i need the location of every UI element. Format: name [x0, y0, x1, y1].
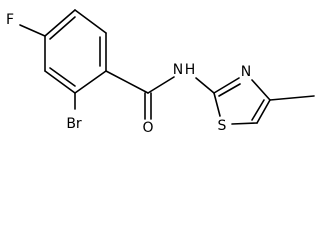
- amide-nitrogen-label: N: [173, 62, 183, 78]
- bond-c4-c5: [256, 99, 271, 124]
- bond-c4-methyl: [269, 95, 315, 101]
- bond-n3-c4: [251, 79, 271, 101]
- thiazole-nitrogen-label: N: [241, 64, 251, 80]
- bond-n-thiazole-c2: [195, 77, 215, 94]
- chemical-structure-diagram: F Br O N H N S: [6, 9, 315, 136]
- thiazole-ring: [213, 77, 271, 125]
- bond-c1-f: [19, 24, 46, 37]
- bond-c2-n3-double: [218, 83, 241, 97]
- bond-c5-c6: [44, 70, 76, 94]
- bond-c4-c5-double: [251, 99, 265, 121]
- bond-c5-c6-double-inner: [49, 67, 76, 87]
- amide-hydrogen-label: H: [185, 62, 196, 78]
- bond-c4-carbonyl: [105, 70, 149, 94]
- bond-s-c2: [213, 92, 221, 117]
- bond-c5-s: [231, 122, 258, 125]
- bond-c1-c2: [44, 9, 76, 37]
- fluorine-atom-label: F: [6, 12, 14, 28]
- bond-c1-c2-double-inner: [49, 16, 76, 40]
- bond-c2-c3: [74, 9, 107, 34]
- bond-c4-c5: [74, 70, 107, 94]
- bromine-atom-label: Br: [66, 116, 82, 132]
- thiazole-sulfur-label: S: [218, 118, 227, 134]
- bond-c2-n3: [213, 77, 240, 94]
- benzene-ring: [44, 9, 107, 94]
- oxygen-atom-label: O: [142, 120, 153, 136]
- bond-carbonyl-n: [147, 76, 175, 94]
